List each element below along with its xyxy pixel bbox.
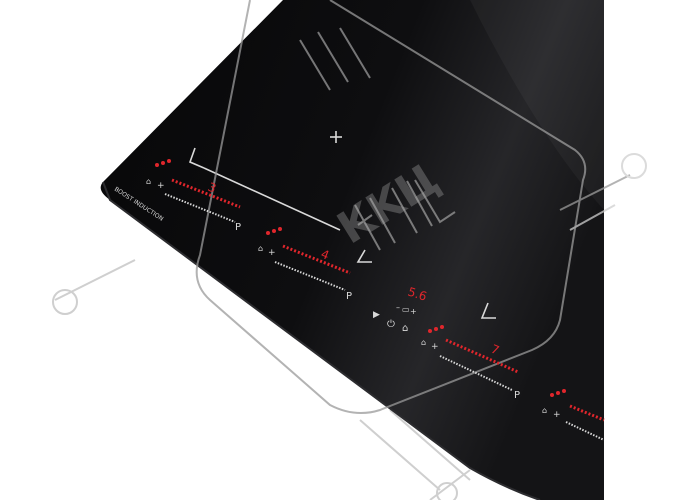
booster-label[interactable]: P	[235, 222, 241, 233]
pan-icon: ⌂	[542, 406, 547, 415]
power-slider-track	[274, 261, 346, 291]
zone-indicator-dot	[155, 163, 159, 167]
flame-icon: +	[157, 181, 165, 191]
power-slider[interactable]	[282, 244, 351, 275]
watermark-logo	[195, 0, 647, 415]
timer-clock-icon: ▭	[402, 305, 410, 314]
power-slider-track	[164, 193, 236, 223]
pan-icon: ⌂	[421, 338, 426, 347]
power-slider-track	[565, 421, 605, 441]
flame-icon: +	[431, 342, 439, 352]
booster-label[interactable]: P	[346, 291, 352, 302]
play-icon[interactable]: ▶	[373, 310, 380, 320]
zone-indicator-dot	[440, 325, 444, 329]
zone-indicator-dot	[434, 327, 438, 331]
zone-indicator-dot	[161, 161, 165, 165]
booster-label[interactable]: P	[514, 390, 520, 401]
zone-indicator-dot	[550, 393, 554, 397]
zone-indicator-dot	[278, 227, 282, 231]
zone-indicator-dot	[562, 389, 566, 393]
power-icon[interactable]: ⏻	[387, 319, 395, 330]
power-slider-track	[439, 355, 513, 391]
power-slider[interactable]	[445, 338, 519, 374]
timer-display: 5.6	[406, 285, 428, 304]
pan-icon: ⌂	[146, 177, 151, 186]
timer-minus-button[interactable]: –	[396, 303, 400, 312]
zone-front-left-controls: ⌂ + 3 P	[146, 159, 241, 233]
zone-rear-right-controls: ⌂ +	[542, 389, 605, 441]
zone-indicator-dot	[266, 231, 270, 235]
glass-reflection	[470, 0, 604, 210]
timer-plus-button[interactable]: +	[410, 307, 417, 316]
power-slider[interactable]	[171, 178, 241, 209]
pan-icon: ⌂	[258, 244, 263, 253]
zone-indicator-dot	[167, 159, 171, 163]
zone-markers	[188, 131, 496, 319]
zone-indicator-dot	[272, 229, 276, 233]
flame-icon: +	[553, 410, 561, 420]
center-controls: 5.6 – ▭ + ▶ ⏻ ⌂	[373, 285, 429, 334]
zone-indicator-dot	[556, 391, 560, 395]
flame-icon: +	[268, 248, 276, 258]
zone-indicator-dot	[428, 329, 432, 333]
lock-icon[interactable]: ⌂	[402, 323, 408, 334]
glass-edge	[102, 181, 541, 501]
